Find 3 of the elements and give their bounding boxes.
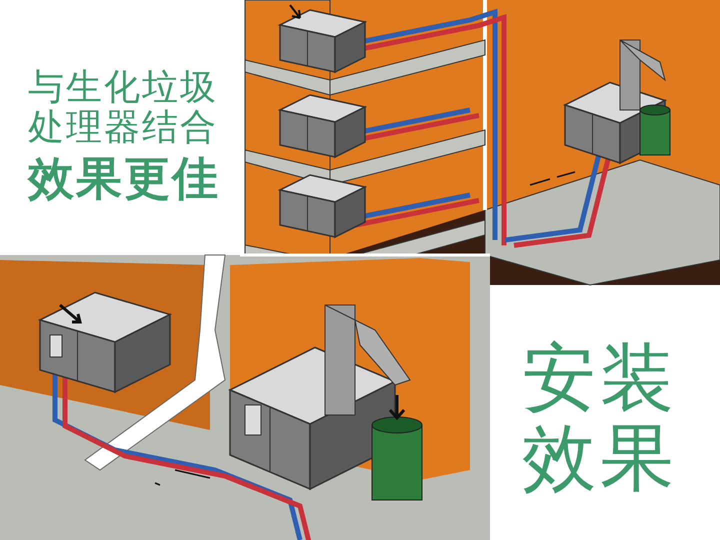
slogan-text: 效果更佳 (28, 150, 221, 206)
heading-text: 与生化垃圾处理器结合 (28, 68, 219, 148)
caption-text: 安装效果 (522, 338, 679, 498)
